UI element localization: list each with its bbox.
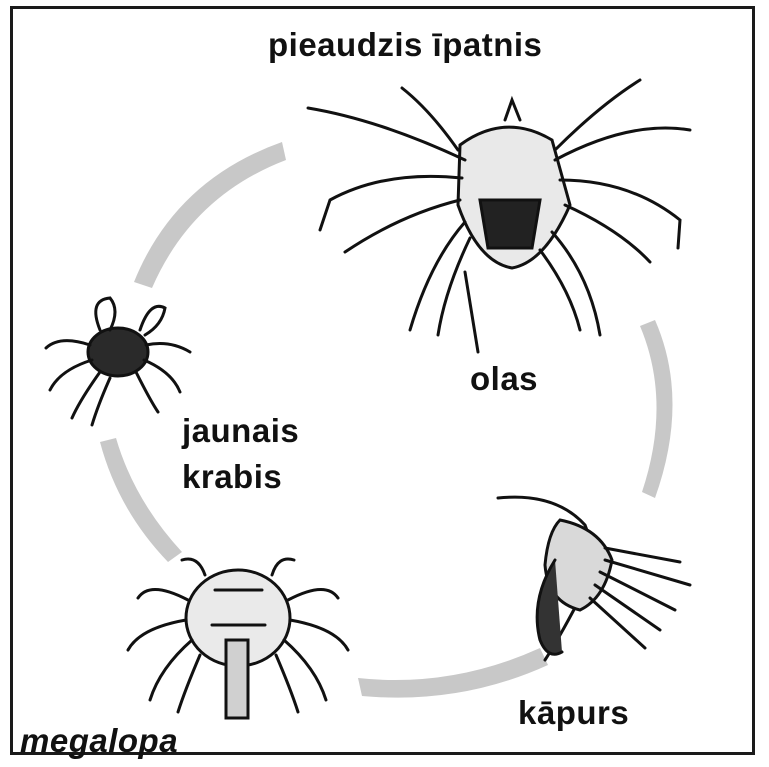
arrow-megalopa-to-juvenile xyxy=(100,438,182,562)
adult-crab-icon xyxy=(308,80,690,352)
juvenile-crab-icon xyxy=(46,298,190,425)
adult-label: pieaudzis īpatnis xyxy=(268,26,542,64)
larva-icon xyxy=(498,497,690,660)
juvenile-label-line2: krabis xyxy=(182,458,282,496)
larva-label: kāpurs xyxy=(518,694,629,732)
arrow-larva-to-megalopa xyxy=(358,648,548,698)
arrow-juvenile-to-adult xyxy=(134,142,286,288)
eggs-label: olas xyxy=(470,360,538,398)
megalopa-label: megalopa xyxy=(20,722,178,760)
megalopa-icon xyxy=(128,559,348,718)
arrow-adult-to-larva xyxy=(640,320,673,498)
juvenile-label-line1: jaunais xyxy=(182,412,299,450)
